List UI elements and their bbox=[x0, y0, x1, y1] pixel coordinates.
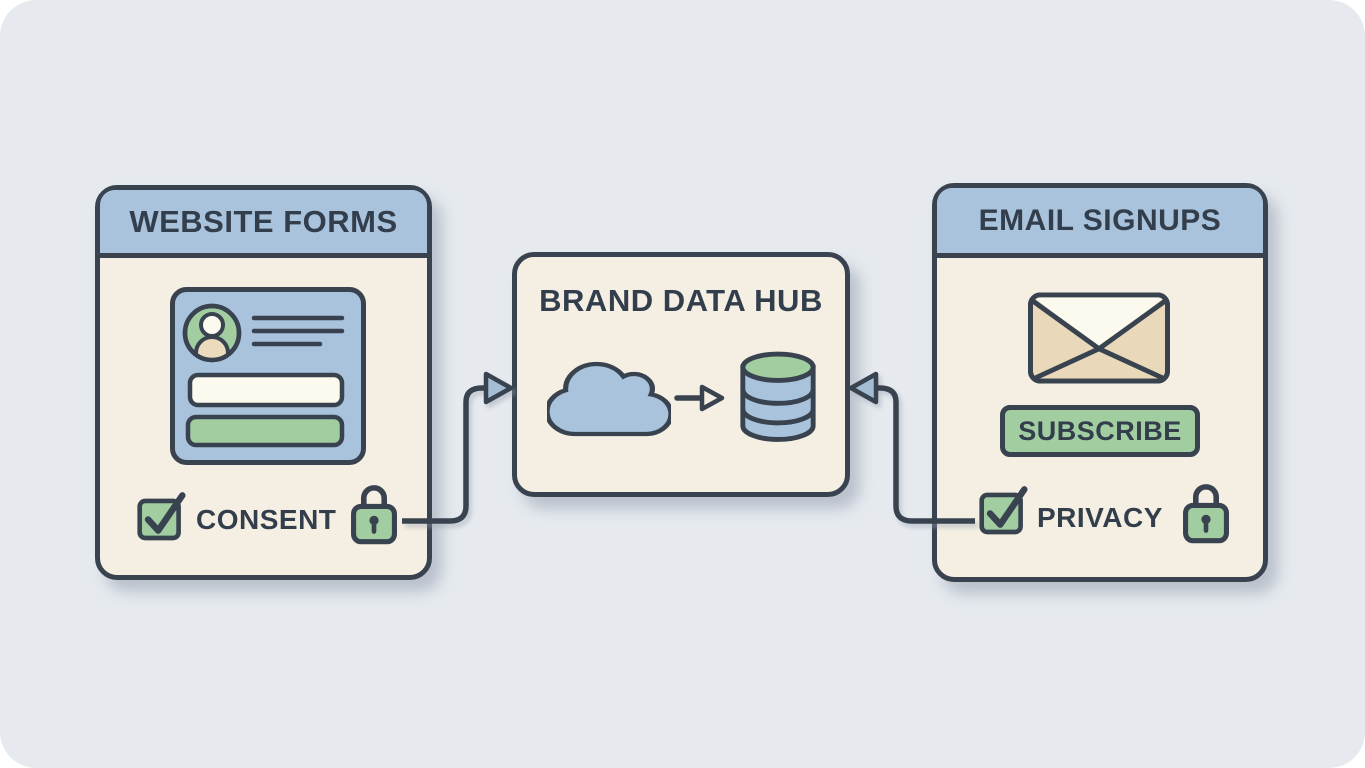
privacy-checkbox-checked-icon[interactable] bbox=[978, 478, 1028, 536]
privacy-label: PRIVACY bbox=[1037, 502, 1163, 533]
database-icon bbox=[740, 351, 816, 442]
envelope-icon bbox=[1028, 292, 1170, 384]
brand-data-hub-card: BRAND DATA HUB bbox=[512, 252, 850, 497]
website-forms-header: WEBSITE FORMS bbox=[100, 190, 427, 258]
website-forms-card: WEBSITE FORMS bbox=[95, 185, 432, 580]
website-forms-title: WEBSITE FORMS bbox=[129, 203, 398, 239]
form-text-lines bbox=[251, 315, 345, 347]
brand-data-hub-title: BRAND DATA HUB bbox=[539, 283, 823, 318]
user-avatar-icon bbox=[182, 303, 242, 363]
form-submit-bar bbox=[185, 414, 345, 448]
consent-label: CONSENT bbox=[196, 504, 337, 535]
cloud-icon bbox=[547, 361, 671, 437]
privacy-lock-icon bbox=[1183, 484, 1229, 544]
form-input-field bbox=[187, 372, 345, 408]
arrow-right-icon bbox=[674, 384, 725, 412]
subscribe-button[interactable]: SUBSCRIBE bbox=[1000, 405, 1200, 457]
signup-form-icon bbox=[170, 287, 366, 465]
email-signups-title: EMAIL SIGNUPS bbox=[978, 203, 1222, 237]
consent-checkbox-checked-icon[interactable] bbox=[136, 484, 186, 542]
consent-lock-icon bbox=[351, 485, 397, 545]
email-signups-card: EMAIL SIGNUPS SUBSCRIBE PRIVACY bbox=[932, 183, 1268, 582]
left-connector-arrowhead-icon bbox=[483, 371, 514, 405]
email-signups-header: EMAIL SIGNUPS bbox=[937, 188, 1263, 258]
right-connector-arrowhead-icon bbox=[848, 371, 879, 405]
